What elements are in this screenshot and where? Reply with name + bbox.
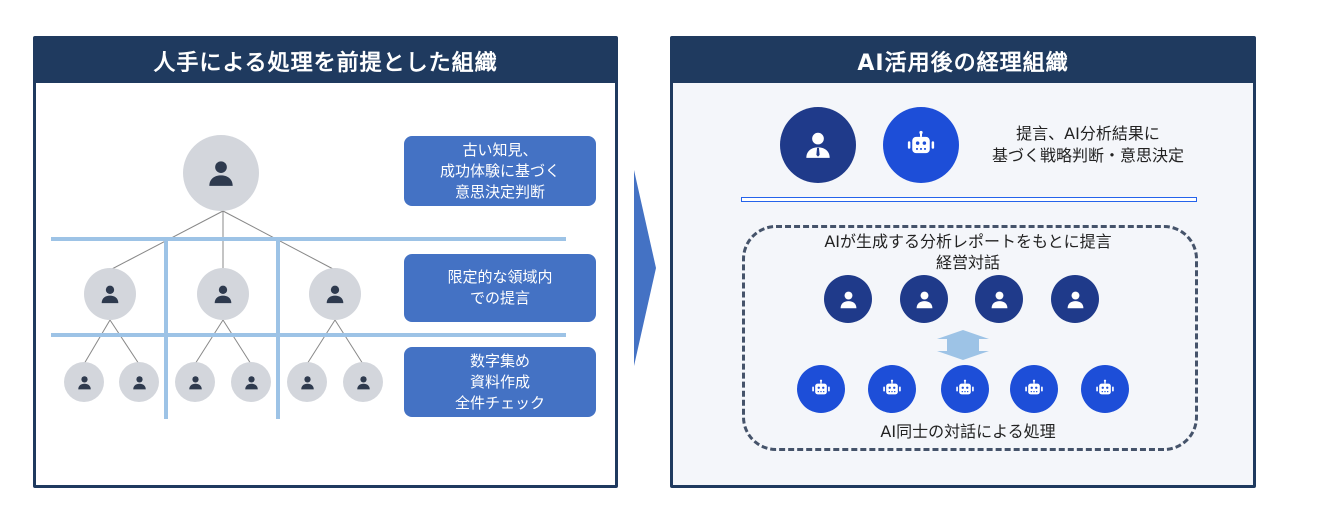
staff-node: [343, 362, 383, 402]
connector: [83, 319, 111, 365]
person-icon: [244, 375, 258, 389]
ai-agent-node: [868, 365, 916, 413]
ai-org-title: AI活用後の経理組織: [673, 39, 1253, 83]
robot-icon: [1096, 379, 1114, 395]
staff-node: [287, 362, 327, 402]
staff-node: [64, 362, 104, 402]
label-line: 数字集め: [469, 351, 530, 370]
person-icon: [326, 285, 344, 304]
staff-node: [231, 362, 271, 402]
person-icon: [840, 291, 856, 308]
person-icon: [300, 375, 314, 389]
group-footer: AI同士の対話による処理: [880, 422, 1056, 441]
middle-manager-node: [84, 268, 136, 320]
group-title: AIが生成する分析レポートをもとに提言 経営対話: [773, 231, 1163, 273]
manual-org-panel: 人手による処理を前提とした組織: [33, 36, 618, 488]
staff-node: [175, 362, 215, 402]
label-line: 限定的な領域内: [447, 268, 553, 286]
connector: [306, 319, 336, 365]
middle-manager-node: [309, 268, 361, 320]
label-line: での提言: [469, 289, 530, 307]
ai-org-panel: AI活用後の経理組織 提言、AI分析結果に 基づく戦略判断・意思決定 AI: [670, 36, 1256, 488]
robot-icon: [883, 379, 901, 395]
column-divider-2: [276, 237, 280, 419]
ai-agent-node: [797, 365, 845, 413]
person-icon: [1067, 291, 1083, 308]
connector: [222, 319, 252, 365]
robot-icon: [812, 379, 830, 395]
column-divider-1: [164, 237, 168, 419]
human-node: [900, 275, 948, 323]
label-decision-making: 古い知見、 成功体験に基づく 意思決定判断: [404, 136, 596, 206]
arrow-right-icon: [634, 170, 656, 366]
strategy-line: 提言、AI分析結果に: [1016, 124, 1160, 143]
connector: [194, 319, 224, 365]
group-title-line: 経営対話: [935, 253, 1000, 272]
middle-manager-node: [197, 268, 249, 320]
person-icon: [991, 291, 1007, 308]
tier-divider-1: [51, 237, 566, 241]
person-icon: [214, 285, 232, 304]
human-node: [1051, 275, 1099, 323]
separator-line: [741, 197, 1197, 202]
person-icon: [356, 375, 370, 389]
manual-org-title: 人手による処理を前提とした組織: [36, 39, 615, 83]
person-icon: [132, 375, 146, 389]
label-line: 資料作成: [469, 372, 530, 391]
person-icon: [77, 375, 91, 389]
label-manual-work: 数字集め 資料作成 全件チェック: [404, 347, 596, 417]
ai-agent-node: [941, 365, 989, 413]
person-icon: [101, 285, 119, 304]
ai-agent-node: [1010, 365, 1058, 413]
human-node: [824, 275, 872, 323]
person-icon: [916, 291, 932, 308]
double-arrow-icon: [937, 330, 989, 360]
group-title-line: AIが生成する分析レポートをもとに提言: [824, 232, 1112, 251]
label-limited-proposal: 限定的な領域内 での提言: [404, 254, 596, 322]
executive-node: [780, 107, 856, 183]
connector: [334, 319, 364, 365]
robot-icon: [1025, 379, 1043, 395]
label-line: 全件チェック: [454, 393, 545, 412]
ai-dialogue-group: [742, 225, 1198, 451]
staff-node: [119, 362, 159, 402]
tier-divider-2: [51, 333, 566, 337]
label-line: 意思決定判断: [454, 182, 545, 201]
person-icon: [209, 161, 233, 186]
robot-icon: [956, 379, 974, 395]
person-icon: [188, 375, 202, 389]
ai-agent-node: [1081, 365, 1129, 413]
strategy-text: 提言、AI分析結果に 基づく戦略判断・意思決定: [973, 123, 1203, 167]
strategy-line: 基づく戦略判断・意思決定: [991, 146, 1184, 165]
human-node: [975, 275, 1023, 323]
top-manager-node: [183, 135, 259, 211]
robot-icon: [907, 130, 935, 154]
label-line: 成功体験に基づく: [439, 161, 560, 180]
ai-advisor-node: [883, 107, 959, 183]
label-line: 古い知見、: [462, 140, 538, 159]
connector: [109, 319, 140, 365]
person-tie-icon: [806, 132, 830, 158]
